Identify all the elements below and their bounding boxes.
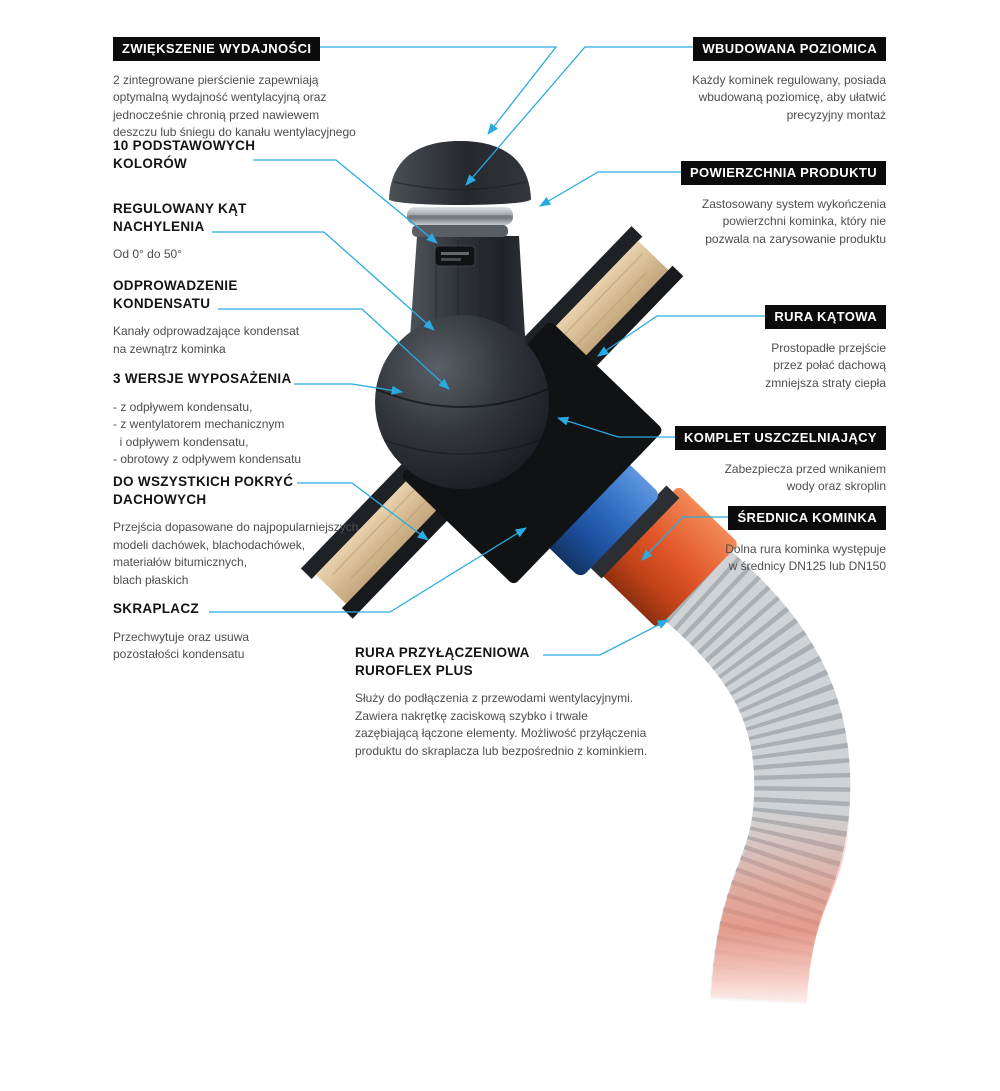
callout-heading: DO WSZYSTKICH POKRYĆ DACHOWYCH: [113, 474, 294, 507]
leader-odprowadzenie-kondensatu: [218, 308, 450, 390]
leader-regulowany-kat: [212, 231, 435, 331]
callout-powierzchnia-produktu: POWIERZCHNIA PRODUKTU Zastosowany system…: [680, 161, 886, 248]
logo-plaque: [434, 245, 476, 267]
callout-pokrycia-dachowe: DO WSZYSTKICH POKRYĆ DACHOWYCH Przejścia…: [113, 473, 358, 589]
callout-heading-bar: POWIERZCHNIA PRODUKTU: [680, 161, 886, 185]
rain-cap: [389, 141, 531, 205]
callout-rura-katowa: RURA KĄTOWA Prostopadłe przejście przez …: [765, 305, 886, 392]
callout-description: Przechwytuje oraz usuwa pozostałości kon…: [113, 629, 250, 662]
callout-heading: ODPROWADZENIE KONDENSATU: [113, 278, 238, 311]
callout-heading-bar: RURA KĄTOWA: [765, 305, 886, 329]
callout-description: Od 0° do 50°: [113, 247, 182, 262]
leader-wbudowana-poziomica: [465, 46, 706, 186]
callout-3-wersje: 3 WERSJE WYPOSAŻENIA - z odpływem konden…: [113, 370, 301, 469]
leader-lines: [209, 46, 771, 656]
callout-description: Prostopadłe przejście przez połać dachow…: [765, 340, 886, 390]
neck-ring: [412, 225, 508, 237]
leader-zwiekszenie-wydajnosci: [316, 46, 558, 135]
logo-plaque-mark-2: [441, 258, 461, 261]
callout-description: Służy do podłączenia z przewodami wentyl…: [355, 691, 648, 758]
callout-heading: 10 PODSTAWOWYCH KOLORÓW: [113, 138, 256, 171]
leader-ruroflex: [543, 619, 670, 656]
orange-coupling-ring: [599, 487, 737, 627]
leader-powierzchnia-produktu: [539, 171, 688, 207]
ball-joint-seam-lower: [383, 439, 541, 455]
leader-10-kolorow: [253, 159, 438, 244]
leader-komplet-uszczelniajacy: [556, 416, 681, 438]
callout-heading-bar: ZWIĘKSZENIE WYDAJNOŚCI: [113, 37, 321, 61]
callout-description: Każdy kominek regulowany, posiada wbudow…: [692, 72, 886, 122]
callout-heading-bar: KOMPLET USZCZELNIAJĄCY: [675, 426, 886, 450]
callout-zwiekszenie-wydajnosci: ZWIĘKSZENIE WYDAJNOŚCI 2 zintegrowane pi…: [113, 37, 356, 142]
leader-3-wersje: [294, 383, 404, 395]
leader-srednica-kominka: [641, 516, 731, 561]
ball-joint-sphere: [375, 315, 549, 489]
callout-komplet-uszczelniajacy: KOMPLET USZCZELNIAJĄCY Zabezpiecza przed…: [675, 426, 886, 496]
body-rib-lines: [435, 240, 503, 350]
callout-description: Przejścia dopasowane do najpopularniejsz…: [113, 520, 359, 587]
ball-joint-seam-upper: [375, 388, 549, 408]
coupling-gap-ring: [588, 485, 680, 579]
callout-heading: REGULOWANY KĄT NACHYLENIA: [113, 201, 247, 234]
leader-rura-katowa: [597, 315, 771, 357]
callout-description: Dolna rura kominka występuje w średnicy …: [725, 541, 886, 574]
callout-regulowany-kat: REGULOWANY KĄT NACHYLENIA Od 0° do 50°: [113, 200, 247, 264]
leader-pokrycia-dachowe: [297, 482, 429, 541]
callout-wbudowana-poziomica: WBUDOWANA POZIOMICA Każdy kominek regulo…: [692, 37, 886, 124]
callout-skraplacz: SKRAPLACZ Przechwytuje oraz usuwa pozost…: [113, 600, 249, 664]
callout-heading: 3 WERSJE WYPOSAŻENIA: [113, 371, 292, 386]
callout-srednica-kominka: ŚREDNICA KOMINKA Dolna rura kominka wyst…: [725, 506, 886, 576]
callout-ruroflex: RURA PRZYŁĄCZENIOWA RUROFLEX PLUS Służy …: [355, 644, 647, 760]
bottom-fade-overlay: [630, 930, 910, 1091]
callout-description: 2 zintegrowane pierścienie zapewniają op…: [113, 72, 356, 140]
leader-skraplacz: [209, 527, 527, 613]
callout-heading-bar: ŚREDNICA KOMINKA: [728, 506, 886, 530]
callout-heading: SKRAPLACZ: [113, 601, 199, 616]
callout-heading: RURA PRZYŁĄCZENIOWA RUROFLEX PLUS: [355, 645, 530, 678]
callout-heading-bar: WBUDOWANA POZIOMICA: [693, 37, 886, 61]
logo-plaque-mark-1: [441, 252, 469, 255]
ball-joint: [375, 315, 549, 489]
callout-description: Zastosowany system wykończenia powierzch…: [701, 196, 886, 246]
callout-description: Zabezpiecza przed wnikaniem wody oraz sk…: [724, 461, 886, 494]
callout-10-kolorow: 10 PODSTAWOWYCH KOLORÓW: [113, 137, 255, 172]
callout-description: Kanały odprowadzające kondensat na zewną…: [113, 324, 300, 356]
callout-odprowadzenie-kondensatu: ODPROWADZENIE KONDENSATU Kanały odprowad…: [113, 277, 299, 358]
callout-description: - z odpływem kondensatu, - z wentylatore…: [113, 399, 302, 467]
cap-seam: [393, 181, 527, 191]
